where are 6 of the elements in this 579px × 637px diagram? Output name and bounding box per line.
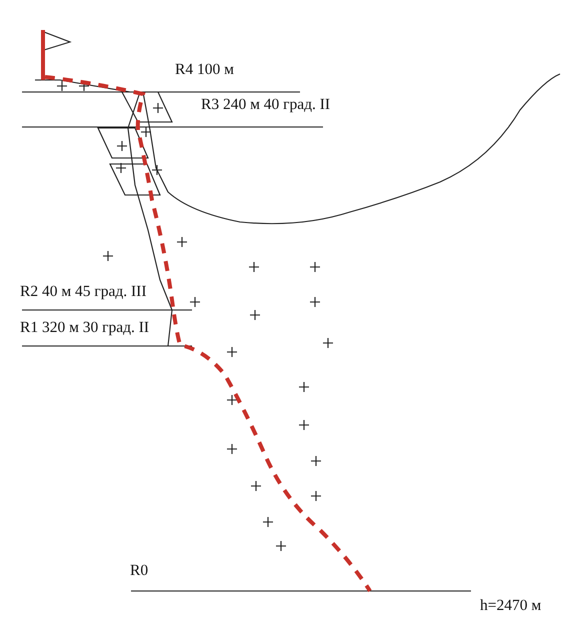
pitch-label: R3 240 м 40 град. II — [201, 97, 330, 112]
altitude-label: h=2470 м — [480, 598, 542, 614]
pitch-label: R2 40 м 45 град. III — [20, 284, 147, 300]
pitch-label: R0 — [130, 563, 148, 578]
pitch-label: R4 100 м — [175, 62, 234, 78]
pitch-label: R1 320 м 30 град. II — [20, 320, 150, 336]
